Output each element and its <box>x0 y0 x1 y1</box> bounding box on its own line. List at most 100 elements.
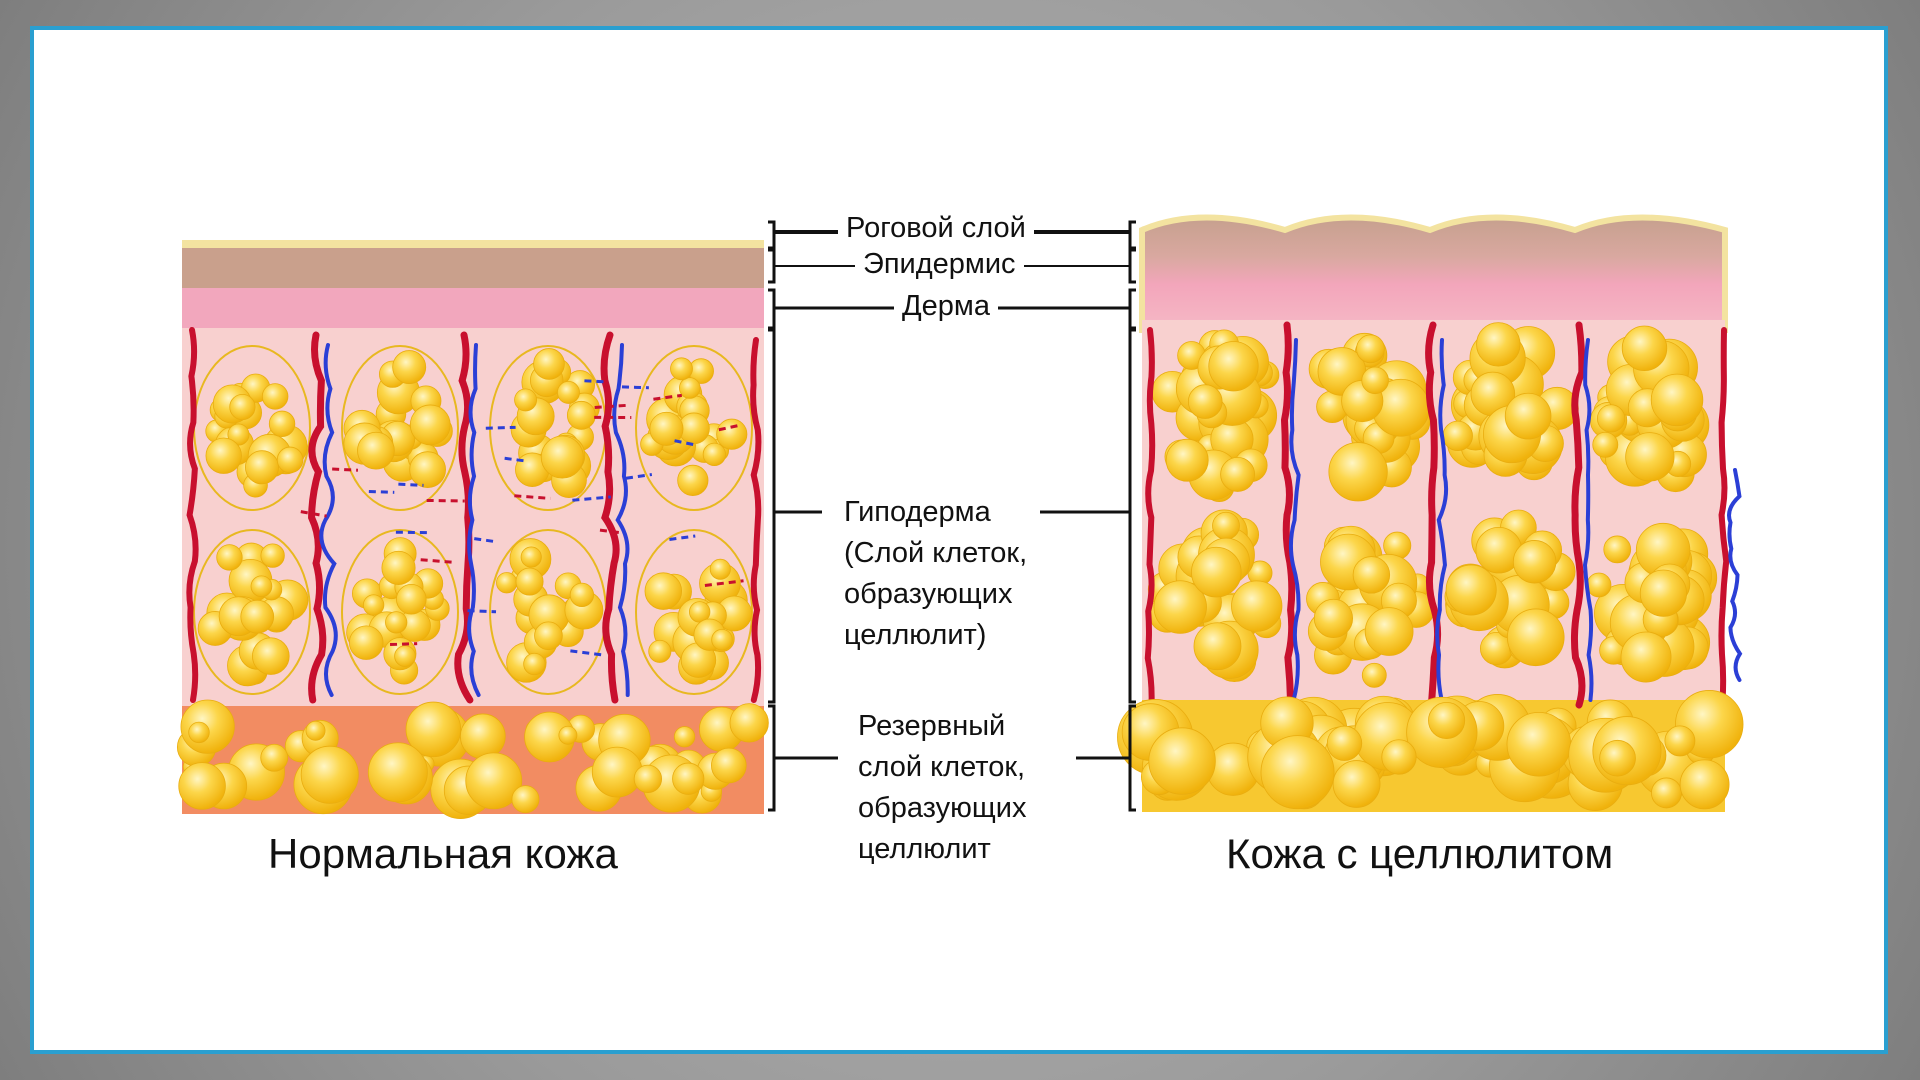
capillary <box>674 439 698 447</box>
capillary <box>669 534 696 541</box>
fat-cell-icon <box>648 639 672 663</box>
capillary <box>300 510 327 518</box>
fat-cell-icon <box>1596 404 1626 433</box>
fat-cell-icon <box>1512 540 1557 584</box>
label-reserve-layer: Резервный слой клеток, образующих целлюл… <box>858 710 1027 865</box>
vein-icon <box>1727 468 1743 682</box>
fat-cell-icon <box>1603 535 1632 564</box>
artery-icon <box>1144 327 1156 708</box>
bracket-icon <box>1128 248 1136 284</box>
fat-cell-icon <box>396 583 427 615</box>
fat-cell-icon <box>1586 572 1612 598</box>
fat-cell-icon <box>644 572 683 610</box>
fat-cell-icon <box>1476 322 1521 367</box>
fat-cell-icon <box>261 383 289 410</box>
fat-cell-icon <box>1148 727 1216 795</box>
fat-cell-icon <box>268 410 296 438</box>
fat-cell-icon <box>633 764 663 793</box>
artery-icon <box>1570 321 1586 709</box>
fat-cell-icon <box>1664 725 1696 757</box>
fat-cell-icon <box>679 377 701 399</box>
fat-cell-icon <box>252 637 290 675</box>
fat-cell-icon <box>1260 735 1335 810</box>
vein-icon <box>467 343 481 697</box>
reserve-fat-cells-cellulite <box>1117 690 1744 811</box>
fat-cell-icon <box>1326 725 1363 761</box>
fat-cell-icon <box>1361 662 1387 688</box>
fat-cell-icon <box>260 743 289 772</box>
fat-cell-icon <box>1220 456 1256 492</box>
fat-cell-icon <box>729 703 769 743</box>
capillary <box>572 495 611 502</box>
vein-icon <box>1582 338 1594 702</box>
fat-cell-icon <box>534 621 563 651</box>
fat-cell-icon <box>558 725 578 745</box>
fat-cell-icon <box>702 442 726 466</box>
fat-cell-icon <box>276 446 304 474</box>
bracket-icon <box>768 704 776 812</box>
fat-cell-icon <box>716 418 748 450</box>
capillary <box>389 642 418 647</box>
vein-icon <box>319 343 338 697</box>
fat-cell-icon <box>1381 739 1417 775</box>
capillary <box>474 537 499 544</box>
fat-cell-icon <box>1620 631 1672 683</box>
label-epidermis: Эпидермис <box>855 248 1024 281</box>
capillary <box>467 609 497 614</box>
fat-cell-icon <box>229 393 256 421</box>
artery-icon <box>1280 321 1296 709</box>
fat-cell-icon <box>1445 564 1497 616</box>
fat-lobule-outline <box>635 529 753 695</box>
fat-cell-icon <box>1442 420 1473 452</box>
fat-cell-icon <box>1506 711 1572 777</box>
epidermis-dermis-cellulite <box>1139 214 1728 333</box>
fat-cell-icon <box>305 720 326 741</box>
fat-cell-icon <box>300 745 359 804</box>
normal-skin-section <box>176 240 769 819</box>
capillary <box>625 473 653 480</box>
capillary <box>514 494 551 500</box>
vein-icon <box>612 343 630 697</box>
capillary <box>584 379 609 384</box>
fat-cell-icon <box>240 599 275 634</box>
fat-cell-icon <box>711 628 733 651</box>
fat-cell-icon <box>1361 366 1389 395</box>
fat-cell-icon <box>1592 431 1619 458</box>
label-hypodermis: Гиподерма (Слой клеток, образующих целлю… <box>844 496 1028 651</box>
capillary <box>426 498 465 503</box>
fat-cell-icon <box>465 752 523 810</box>
fat-cell-icon <box>1332 760 1381 808</box>
fat-cell-icon <box>1625 432 1675 482</box>
bracket-icon <box>1128 220 1136 250</box>
fat-cell-icon <box>515 567 544 596</box>
fat-cell-icon <box>260 543 285 568</box>
fat-lobule-outline <box>341 529 459 695</box>
capillary <box>485 425 516 430</box>
reserve-fat-cells-normal <box>176 699 769 819</box>
fat-cell-icon <box>533 348 565 380</box>
fat-cell-icon <box>540 435 584 479</box>
fat-cell-icon <box>1165 438 1209 482</box>
fat-cell-icon <box>1212 511 1240 540</box>
capillary <box>718 423 742 432</box>
fat-cell-icon <box>511 785 540 814</box>
capillary <box>570 649 605 657</box>
fat-cell-icon <box>244 450 280 485</box>
fat-cell-icon <box>1650 373 1704 427</box>
stratum-corneum-normal <box>182 240 764 248</box>
cellulite-skin-section <box>1117 214 1744 812</box>
fat-cell-icon <box>1651 777 1682 809</box>
fat-cell-icon <box>178 762 226 810</box>
capillary <box>332 467 359 472</box>
bracket-icon <box>768 328 776 704</box>
fat-cell-icon <box>591 746 643 798</box>
fat-cell-icon <box>205 437 242 474</box>
artery-icon <box>454 331 474 704</box>
fat-cell-icon <box>405 701 462 758</box>
fat-cell-icon <box>1428 701 1466 740</box>
bracket-icon <box>768 248 776 284</box>
fat-cell-icon <box>557 380 580 404</box>
fat-cell-icon <box>357 431 395 470</box>
fat-cell-icon <box>349 625 384 660</box>
artery-icon <box>186 327 199 703</box>
